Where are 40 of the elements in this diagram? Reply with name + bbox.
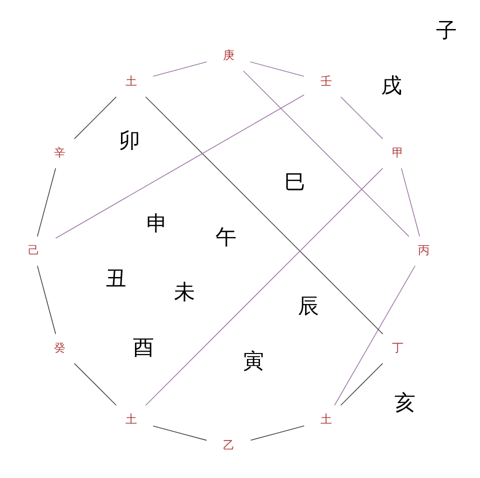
- connector: [242, 70, 410, 237]
- connector: [36, 265, 56, 334]
- node-text: 癸: [54, 340, 66, 355]
- label: 寅: [243, 348, 264, 374]
- connector: [55, 94, 304, 239]
- label: 巳: [284, 168, 306, 194]
- connector: [152, 426, 208, 441]
- connector: [250, 62, 304, 77]
- connector: [36, 168, 56, 237]
- label: 子: [436, 17, 458, 42]
- label: 戌: [380, 72, 402, 98]
- connector: [334, 265, 416, 406]
- node-text: 丁: [392, 340, 403, 355]
- node-text: 壬: [320, 74, 332, 88]
- node-text: 乙: [223, 438, 234, 452]
- label: 亥: [394, 389, 416, 414]
- label: 未: [174, 279, 196, 304]
- node-text: 庚: [223, 48, 234, 62]
- connector: [340, 363, 384, 406]
- node-text: 土: [125, 74, 136, 88]
- label: 申: [146, 210, 168, 236]
- label: 酉: [132, 334, 154, 360]
- connector: [400, 168, 420, 237]
- node-text: 辛: [54, 146, 66, 160]
- node-text: 甲: [392, 146, 403, 160]
- connector: [145, 168, 384, 406]
- connector: [250, 426, 305, 441]
- node-text: 丙: [418, 243, 430, 258]
- connector: [145, 96, 384, 334]
- connector: [340, 96, 384, 140]
- connector: [152, 62, 208, 77]
- label: 丑: [105, 265, 126, 290]
- label: 卯: [119, 128, 140, 153]
- node-text: 土: [125, 412, 136, 426]
- label: 辰: [298, 292, 320, 318]
- node-text: 己: [28, 243, 39, 258]
- label: 午: [216, 224, 237, 250]
- connector: [74, 96, 117, 140]
- connector: [74, 363, 117, 406]
- node-text: 土: [320, 412, 332, 426]
